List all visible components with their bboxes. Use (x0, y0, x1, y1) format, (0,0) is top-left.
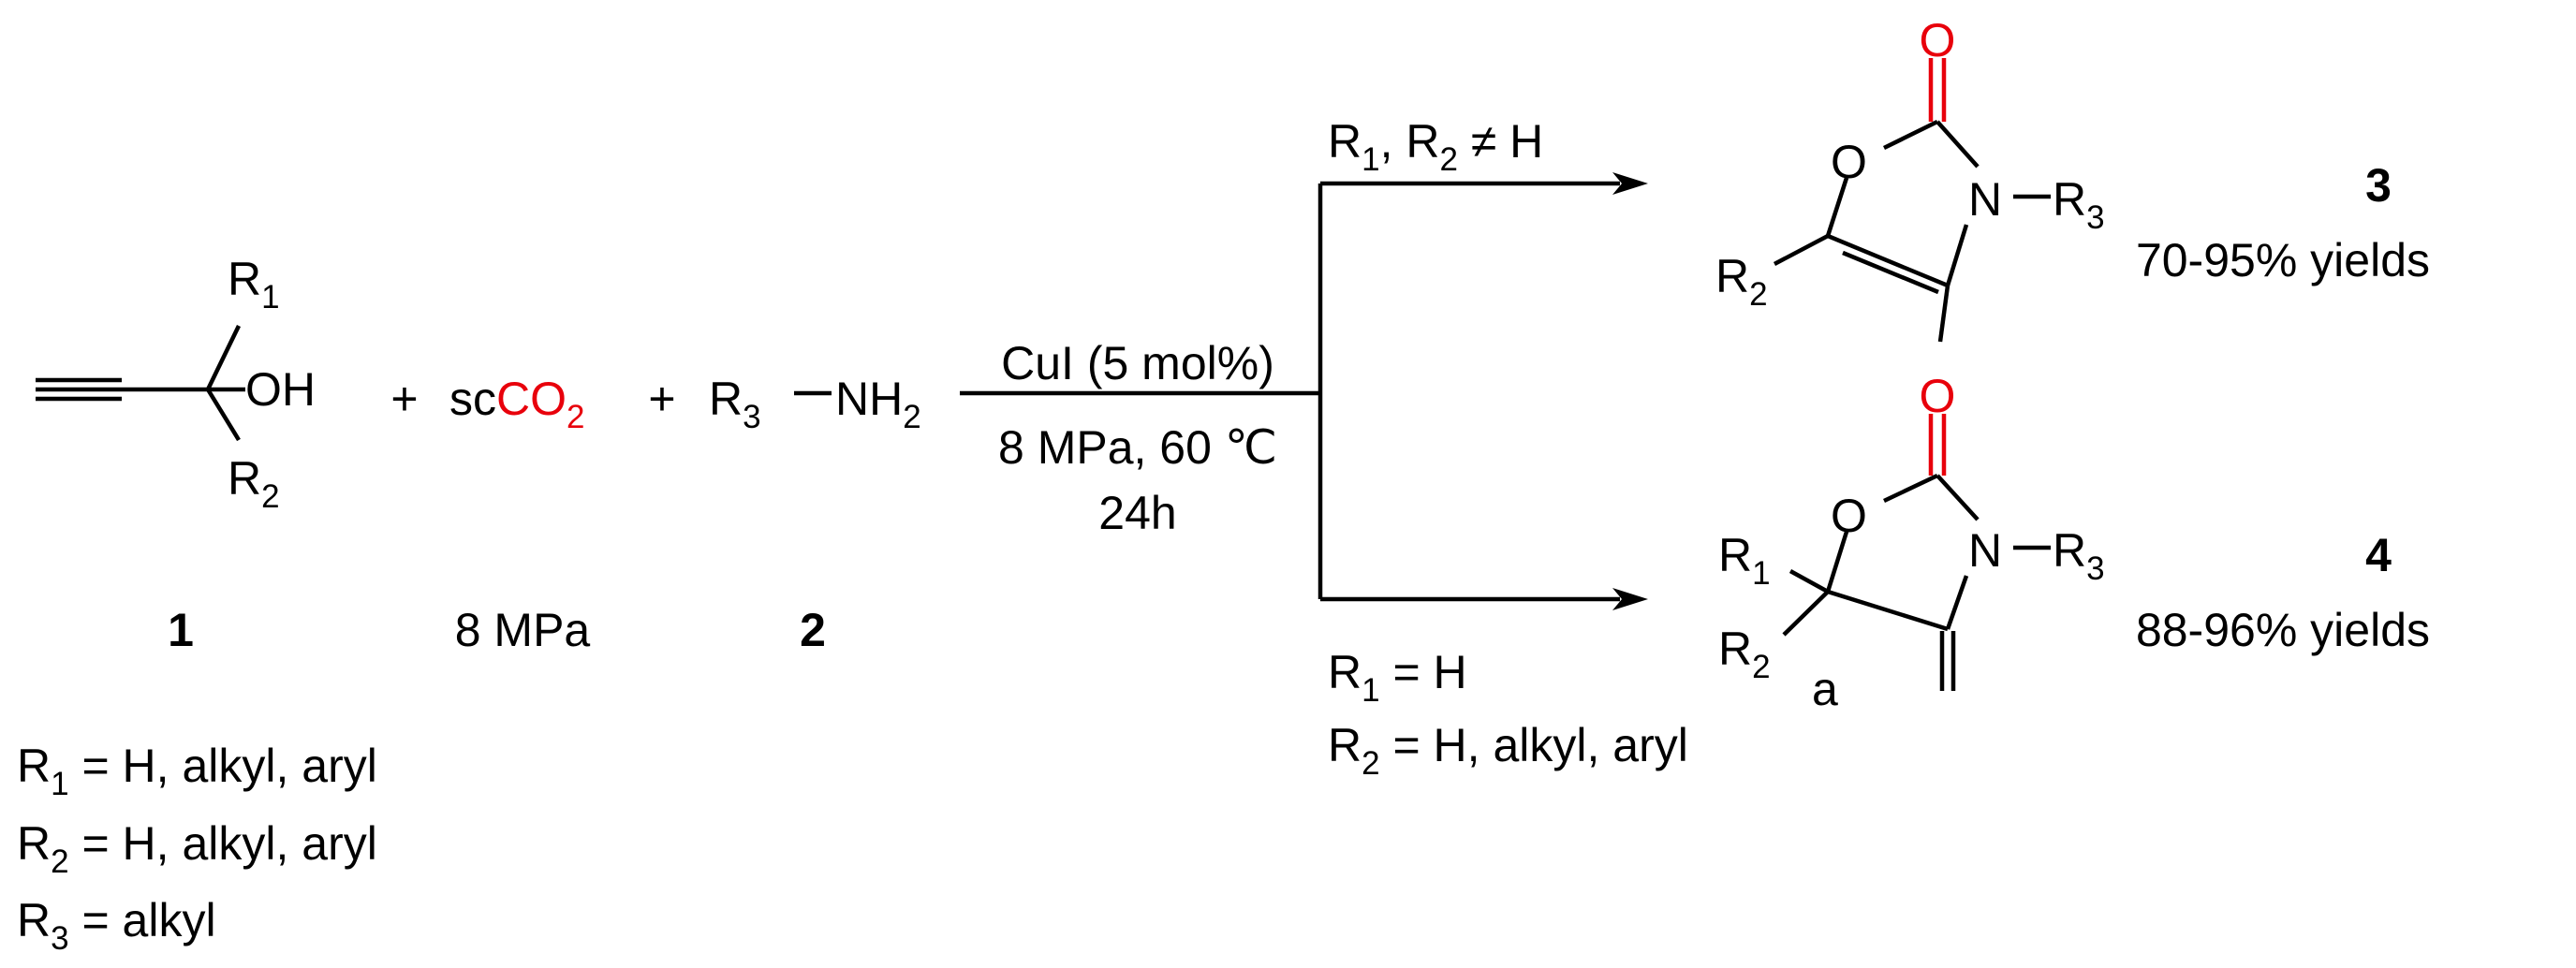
product-4-oxazolidinone: O O N R3 R1 R2 a (1718, 370, 2105, 715)
compound-number-1: 1 (168, 604, 194, 656)
product-3-oxazolone: O O N R3 R2 (1715, 14, 2105, 343)
legend-r3: R3 = alkyl (17, 894, 216, 957)
catalyst-label: CuI (5 mol%) (1001, 337, 1274, 389)
co2-label: scCO2 (449, 373, 584, 435)
reaction-arrow (960, 172, 1648, 610)
reactant-2-amine: R3 NH2 2 (709, 373, 921, 656)
r3-label: R3 (709, 373, 761, 435)
yield-4: 88-96% yields (2136, 604, 2430, 656)
plus-sign-1: + (390, 373, 418, 425)
supercritical-co2: scCO2 8 MPa (449, 373, 590, 656)
pressure-temperature-label: 8 MPa, 60 ℃ (998, 421, 1277, 474)
yield-3: 70-95% yields (2136, 234, 2430, 286)
r3-label-4: R3 (2053, 524, 2105, 587)
position-label-a: a (1812, 663, 1838, 715)
lower-branch-condition-r2: R2 = H, alkyl, aryl (1328, 719, 1688, 782)
carbonyl-oxygen-4: O (1920, 370, 1956, 422)
r2-label: R2 (228, 452, 280, 515)
upper-branch-condition: R1, R2 ≠ H (1328, 115, 1543, 178)
r1-label: R1 (228, 253, 280, 315)
legend-r2: R2 = H, alkyl, aryl (17, 817, 377, 880)
upper-arrowhead (1612, 172, 1648, 195)
reactant-1-propargyl-alcohol: R1 OH R2 1 (36, 253, 316, 656)
lower-arrowhead (1612, 588, 1648, 610)
ring-oxygen-3: O (1831, 136, 1867, 188)
ring-nitrogen-3: N (1968, 173, 2002, 226)
r2-label-3: R2 (1715, 250, 1768, 313)
hydroxyl-label: OH (245, 363, 316, 416)
compound-number-4: 4 (2365, 529, 2392, 581)
time-label: 24h (1098, 487, 1176, 539)
legend-r1: R1 = H, alkyl, aryl (17, 740, 377, 802)
r1-label-4: R1 (1718, 529, 1771, 592)
compound-number-2: 2 (800, 604, 826, 656)
ring-nitrogen-4: N (1968, 524, 2002, 577)
amine-label: NH2 (835, 373, 921, 435)
co2-pressure: 8 MPa (455, 604, 591, 656)
substituent-legend: R1 = H, alkyl, aryl R2 = H, alkyl, aryl … (17, 740, 377, 957)
compound-number-3: 3 (2365, 159, 2392, 212)
lower-branch-condition-r1: R1 = H (1328, 646, 1467, 709)
carbonyl-oxygen-3: O (1920, 14, 1956, 66)
ring-oxygen-4: O (1831, 490, 1867, 542)
r2-label-4: R2 (1718, 623, 1771, 685)
r3-label-3: R3 (2053, 173, 2105, 236)
plus-sign-2: + (648, 373, 675, 425)
